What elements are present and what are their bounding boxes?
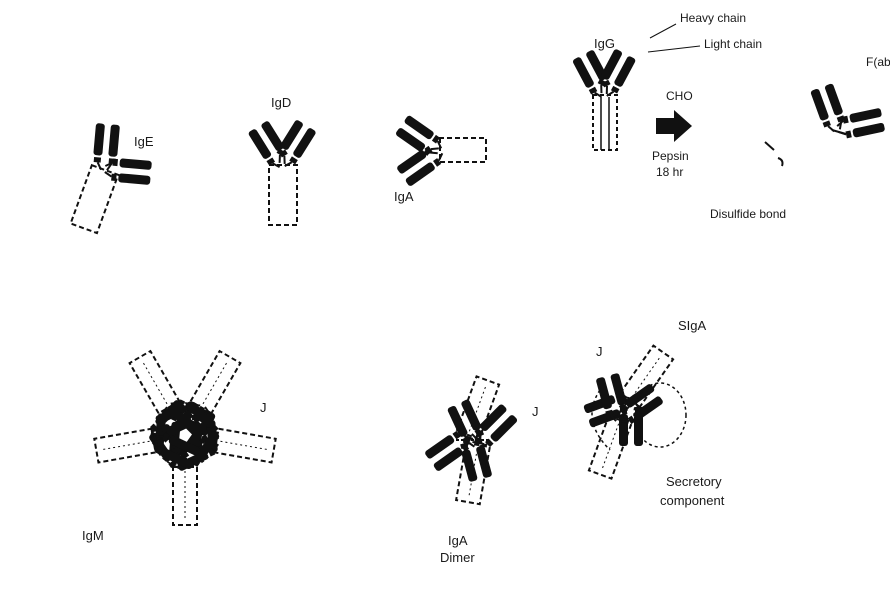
fab-fragment <box>809 82 887 142</box>
siga-molecule <box>565 332 693 486</box>
iga-label: IgA <box>394 189 414 204</box>
light-chain-label: Light chain <box>704 37 762 51</box>
pepsin-label: Pepsin <box>652 149 689 163</box>
igg-label: IgG <box>594 36 615 51</box>
fragment-small-a <box>764 141 775 151</box>
secretory-label-line2: component <box>660 493 725 508</box>
disulfide-label: Disulfide bond <box>710 207 786 221</box>
cho-label: CHO <box>666 89 693 103</box>
iga-dimer-label-line2: Dimer <box>440 550 475 565</box>
pepsin-time-label: 18 hr <box>656 165 683 179</box>
fragment-small-b <box>777 157 784 167</box>
heavy-chain-label: Heavy chain <box>680 11 746 25</box>
iga-dimer-label-line1: IgA <box>448 533 468 548</box>
siga-label: SIgA <box>678 318 707 333</box>
igm-j-label: J <box>260 400 267 415</box>
igd-molecule <box>246 118 318 226</box>
ige-label: IgE <box>134 134 154 149</box>
siga-j-label: J <box>596 344 603 359</box>
fragment-label: F(ab') <box>866 55 890 69</box>
igg-molecule <box>570 47 638 151</box>
secretory-label-line1: Secretory <box>666 474 722 489</box>
heavy-chain-pointer <box>649 23 677 39</box>
iga-dimer-j-label: J <box>532 404 539 419</box>
igm-pentamer <box>90 339 280 525</box>
light-chain-pointer <box>647 45 701 53</box>
igd-label: IgD <box>271 95 291 110</box>
iga-molecule <box>393 113 487 189</box>
right-arrow-icon <box>656 110 692 142</box>
iga-dimer <box>419 368 522 508</box>
igm-label: IgM <box>82 528 104 543</box>
